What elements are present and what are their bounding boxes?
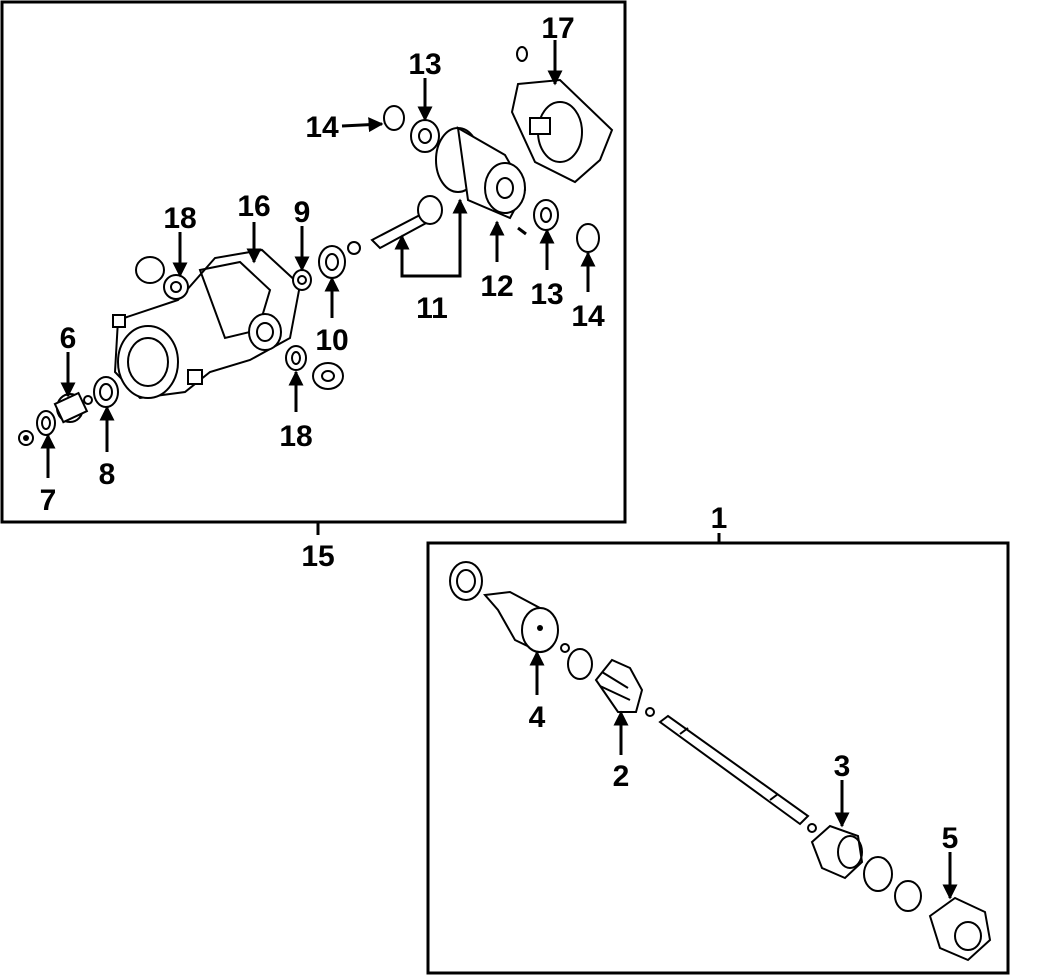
part-12-differential-case [435, 126, 527, 236]
part-5-inner-joint [928, 896, 992, 962]
callout-4: 4 [529, 701, 546, 734]
callout-3: 3 [834, 750, 851, 783]
callout-17: 17 [541, 12, 574, 45]
part-clip-b [645, 707, 655, 717]
part-14-lower-ring [576, 223, 600, 253]
callout-1: 1 [711, 502, 728, 535]
part-oring [83, 395, 93, 405]
part-clamp-c [894, 880, 922, 912]
callout-11: 11 [416, 292, 448, 325]
part-3-inner-boot [810, 824, 864, 880]
differential-group-box [0, 0, 627, 524]
part-9-spacer [292, 269, 312, 291]
callout-8: 8 [99, 458, 116, 491]
part-clip-a [560, 643, 570, 653]
callout-6: 6 [60, 322, 77, 355]
part-10-bearing [318, 245, 346, 279]
arrow-14a [341, 117, 384, 133]
callout-13-lower: 13 [530, 278, 563, 311]
part-axle-shaft [658, 714, 810, 826]
part-16-carrier-housing [112, 248, 302, 400]
part-7-washer [36, 410, 56, 436]
arrow-11-bracket [400, 198, 468, 278]
part-clamp-b [863, 856, 893, 892]
callout-15: 15 [301, 540, 334, 573]
part-8-seal [93, 376, 119, 408]
callout-9: 9 [294, 196, 311, 229]
part-2-outer-boot [594, 658, 644, 713]
callout-12: 12 [480, 270, 513, 303]
part-11-pinion-shaft [370, 195, 443, 250]
callout-14-lower: 14 [571, 300, 605, 333]
part-14-upper-ring [383, 105, 405, 131]
callout-5: 5 [942, 822, 959, 855]
callout-2: 2 [613, 760, 630, 793]
part-clamp-a [567, 648, 593, 680]
part-13-lower-bearing [533, 199, 559, 231]
part-clip-c [807, 823, 817, 833]
part-outer-ring [449, 561, 483, 601]
callout-18-lower: 18 [279, 420, 312, 453]
part-4-outer-joint [483, 590, 559, 654]
part-10-ring [347, 241, 361, 255]
part-18-lower-seal [285, 345, 307, 371]
callout-7: 7 [40, 484, 57, 517]
callout-10: 10 [315, 324, 348, 357]
part-6-flange [53, 391, 89, 424]
callout-13-upper: 13 [408, 48, 441, 81]
part-flange-nut [312, 362, 344, 390]
part-7-nut [18, 430, 34, 446]
part-13-upper-bearing [410, 119, 440, 153]
part-17-cover [510, 46, 614, 184]
callout-18-upper: 18 [163, 202, 196, 235]
callout-14-upper: 14 [305, 111, 339, 144]
part-18-upper-bushing [135, 256, 189, 300]
callout-16: 16 [237, 190, 270, 223]
